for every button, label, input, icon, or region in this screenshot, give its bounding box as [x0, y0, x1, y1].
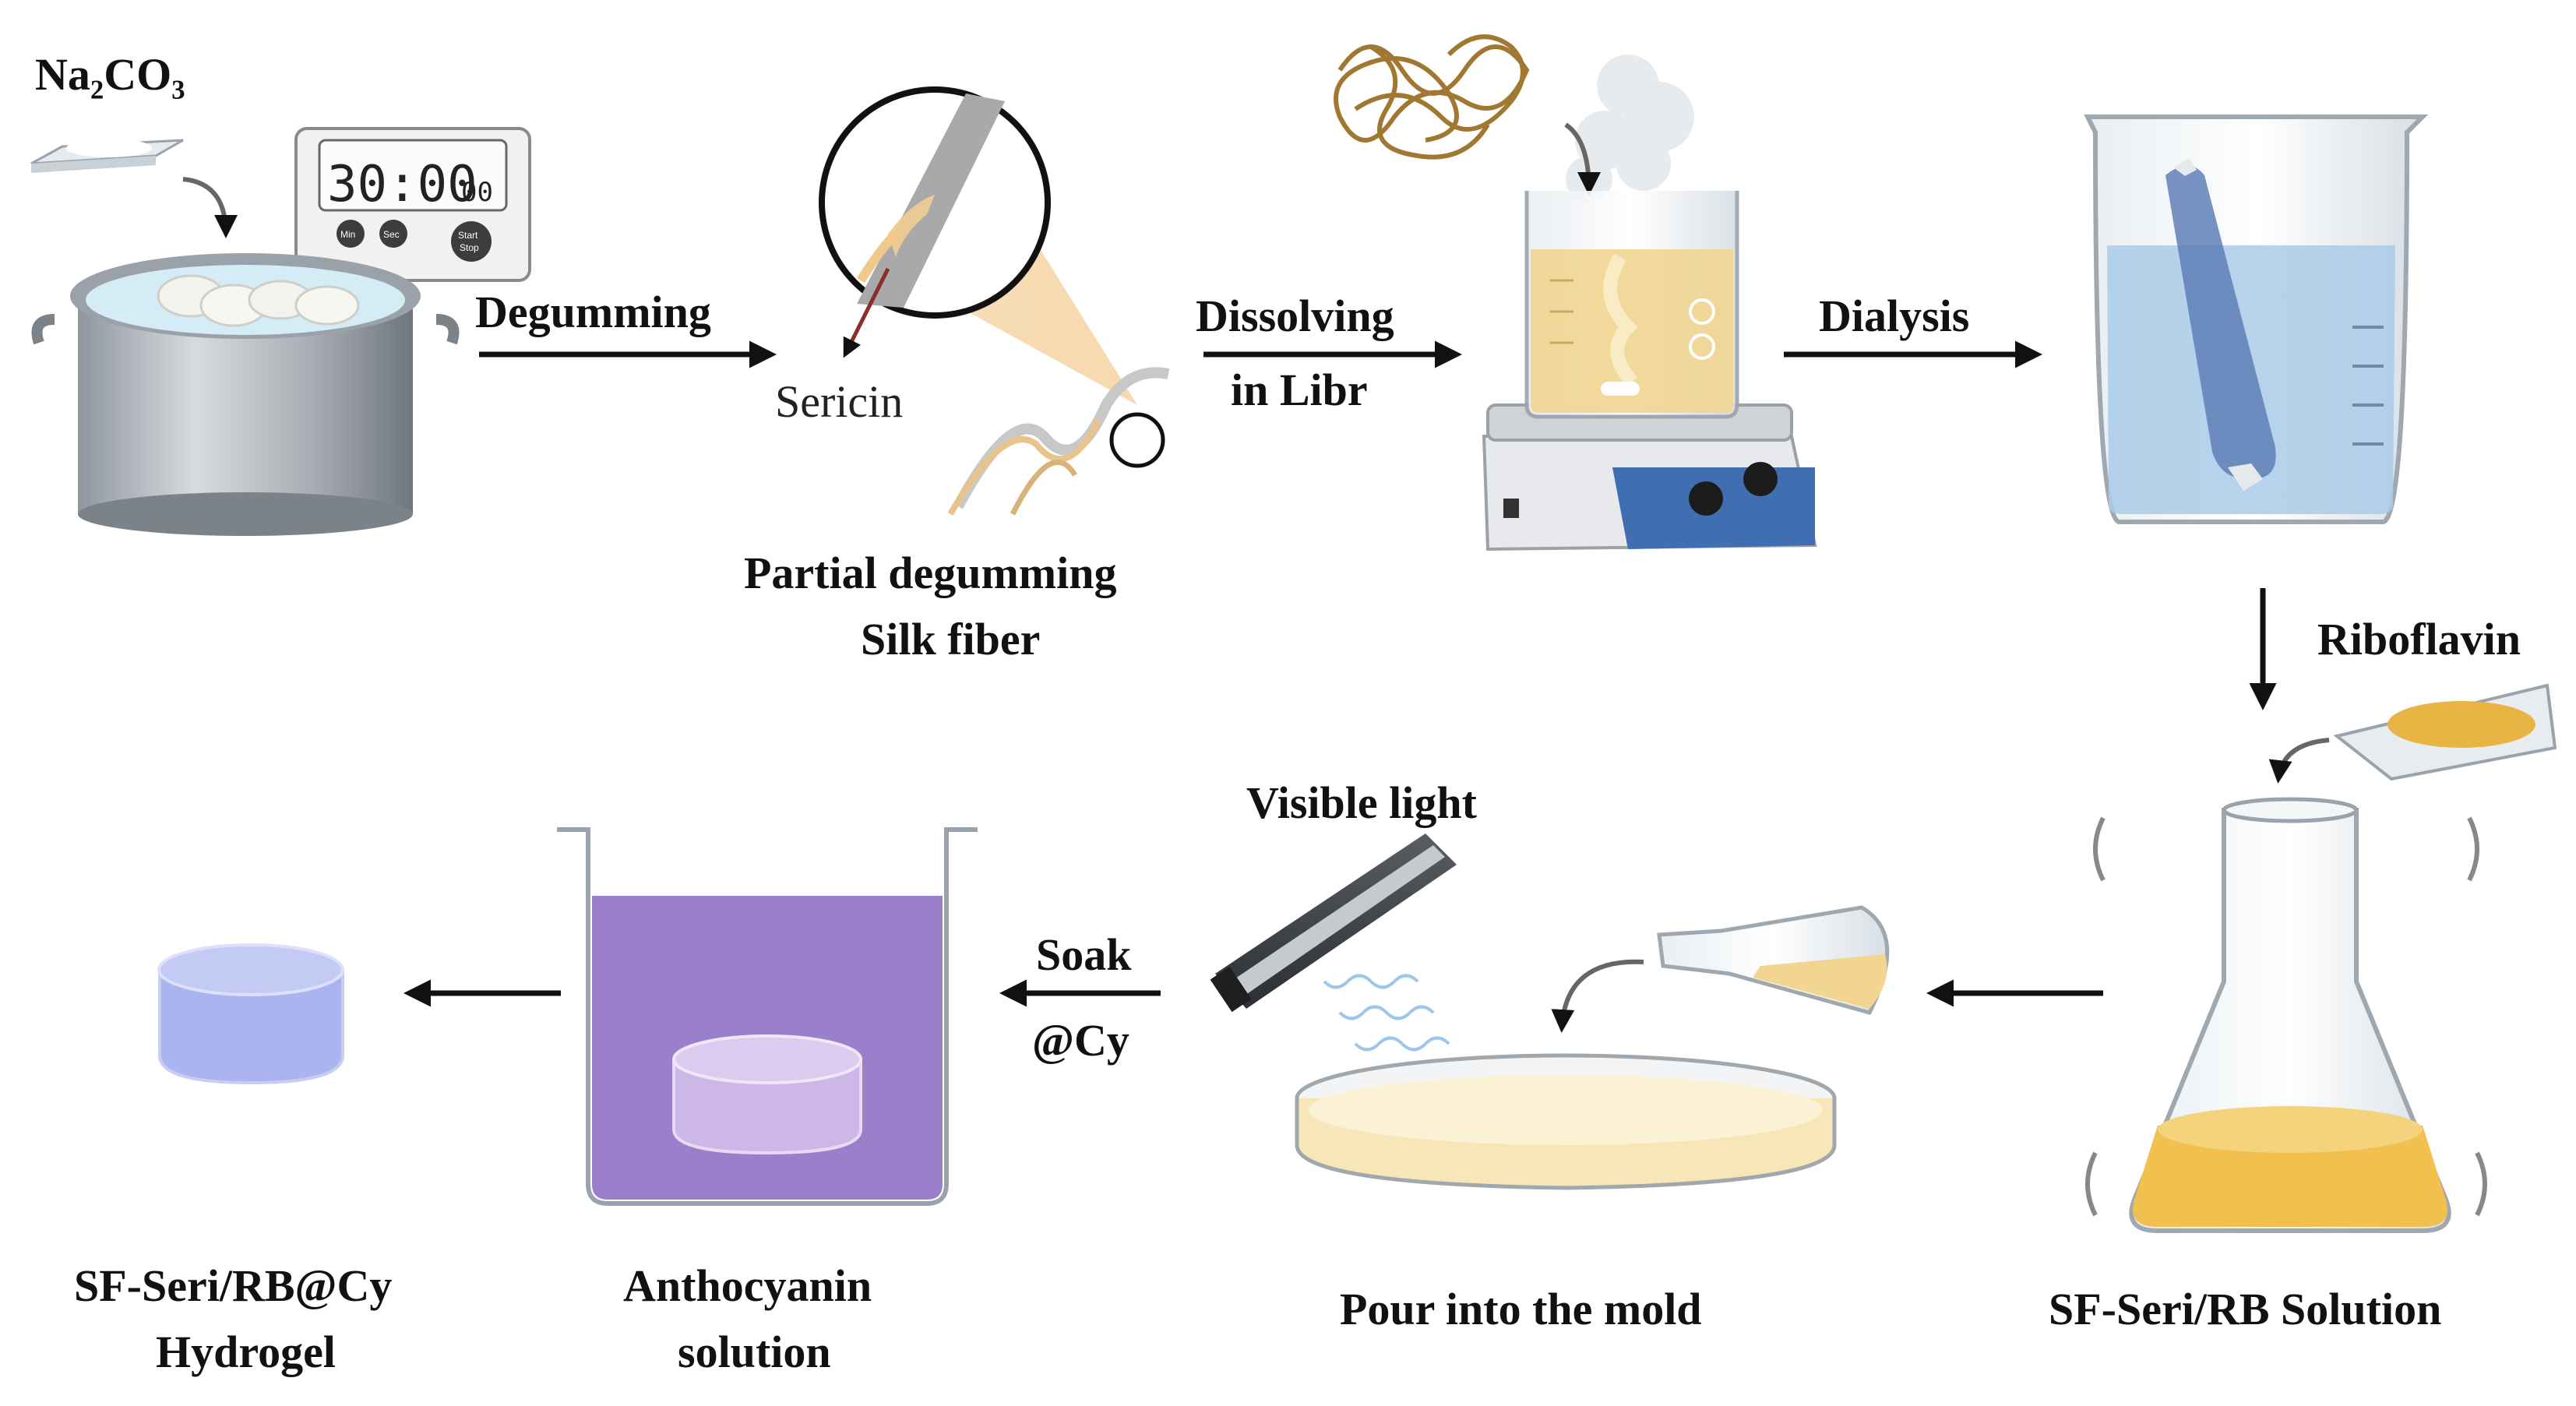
hydrogel-disc-icon	[672, 1034, 862, 1155]
timer-sec-button	[379, 220, 407, 248]
dissolving-arrow-group: Dissolving in Libr	[1196, 291, 1462, 415]
dissolving-label: Dissolving	[1196, 291, 1394, 341]
timer-display-small: 00	[461, 177, 493, 208]
pour-into-mold-label: Pour into the mold	[1340, 1284, 1702, 1334]
soak-arrow-group: Soak @Cy	[999, 929, 1161, 1066]
riboflavin-arrow	[2268, 738, 2330, 784]
lamp-icon	[1210, 833, 1457, 1013]
partial-degumming-label: Partial degumming	[744, 548, 1116, 598]
timer-start-label: Start	[458, 230, 478, 241]
pour-arrow	[1551, 959, 1644, 1033]
pouring-flask-icon	[1657, 905, 1890, 1015]
timer-min-button	[337, 220, 365, 248]
timer-stop-label: Stop	[460, 242, 479, 253]
sericin-pointer	[843, 267, 890, 358]
dialysis-arrow-group: Dialysis	[1784, 291, 2042, 368]
silk-fiber-group: Sericin Partial degumming Silk fiber	[744, 86, 1170, 664]
petri-dish-icon	[1295, 1053, 1837, 1190]
riboflavin-powder	[2387, 701, 2535, 748]
degumming-label: Degumming	[475, 287, 711, 337]
timer-icon: 30:00 00 Min Sec Start Stop	[294, 127, 531, 282]
soak-label: Soak	[1036, 929, 1132, 980]
hydrogel-name-label: SF-Seri/RB@Cy	[74, 1260, 392, 1311]
dialysis-bag-icon	[2165, 158, 2276, 491]
hydrogel-disc-icon	[157, 943, 344, 1085]
sericin-label: Sericin	[775, 376, 903, 427]
timer-min-label: Min	[340, 229, 355, 240]
timer-sec-label: Sec	[383, 229, 400, 240]
in-libr-label: in Libr	[1231, 365, 1368, 415]
dialysis-label: Dialysis	[1819, 291, 1969, 341]
timer-start-button	[451, 221, 492, 262]
erlenmeyer-flask-icon	[2085, 797, 2487, 1233]
degumming-arrow-group: Degumming	[475, 287, 777, 368]
degumming-setup: Na₂CO₃ 30:00 00 Min Sec Start Stop	[30, 49, 531, 536]
at-cy-label: @Cy	[1032, 1015, 1129, 1066]
dissolving-setup	[1334, 34, 1817, 551]
steam-icon	[1566, 55, 1694, 203]
powder-tray-icon	[30, 139, 184, 173]
silk-fiber-icon	[947, 367, 1170, 516]
magnifier-icon	[819, 86, 1051, 319]
container-icon	[557, 827, 978, 1206]
anthocyanin-label: Anthocyanin	[623, 1260, 872, 1311]
pot-icon	[31, 253, 460, 536]
visible-light-label: Visible light	[1246, 777, 1478, 828]
riboflavin-label: Riboflavin	[2317, 614, 2521, 664]
na2co3-label: Na₂CO₃	[35, 49, 185, 100]
powder-arrow	[182, 177, 238, 238]
dialysis-setup	[2084, 115, 2429, 524]
timer-display: 30:00	[327, 156, 477, 213]
silk-tangle-icon	[1334, 34, 1530, 160]
beaker-icon	[1524, 191, 1739, 419]
hydrogel-label: Hydrogel	[156, 1327, 336, 1377]
riboflavin-tray	[2333, 683, 2557, 781]
silk-fiber-label: Silk fiber	[861, 614, 1040, 664]
stirrer-icon	[1482, 403, 1817, 551]
sf-seri-rb-solution-label: SF-Seri/RB Solution	[2049, 1284, 2441, 1334]
solution-label: solution	[678, 1327, 831, 1377]
tangle-arrow	[1564, 122, 1601, 196]
